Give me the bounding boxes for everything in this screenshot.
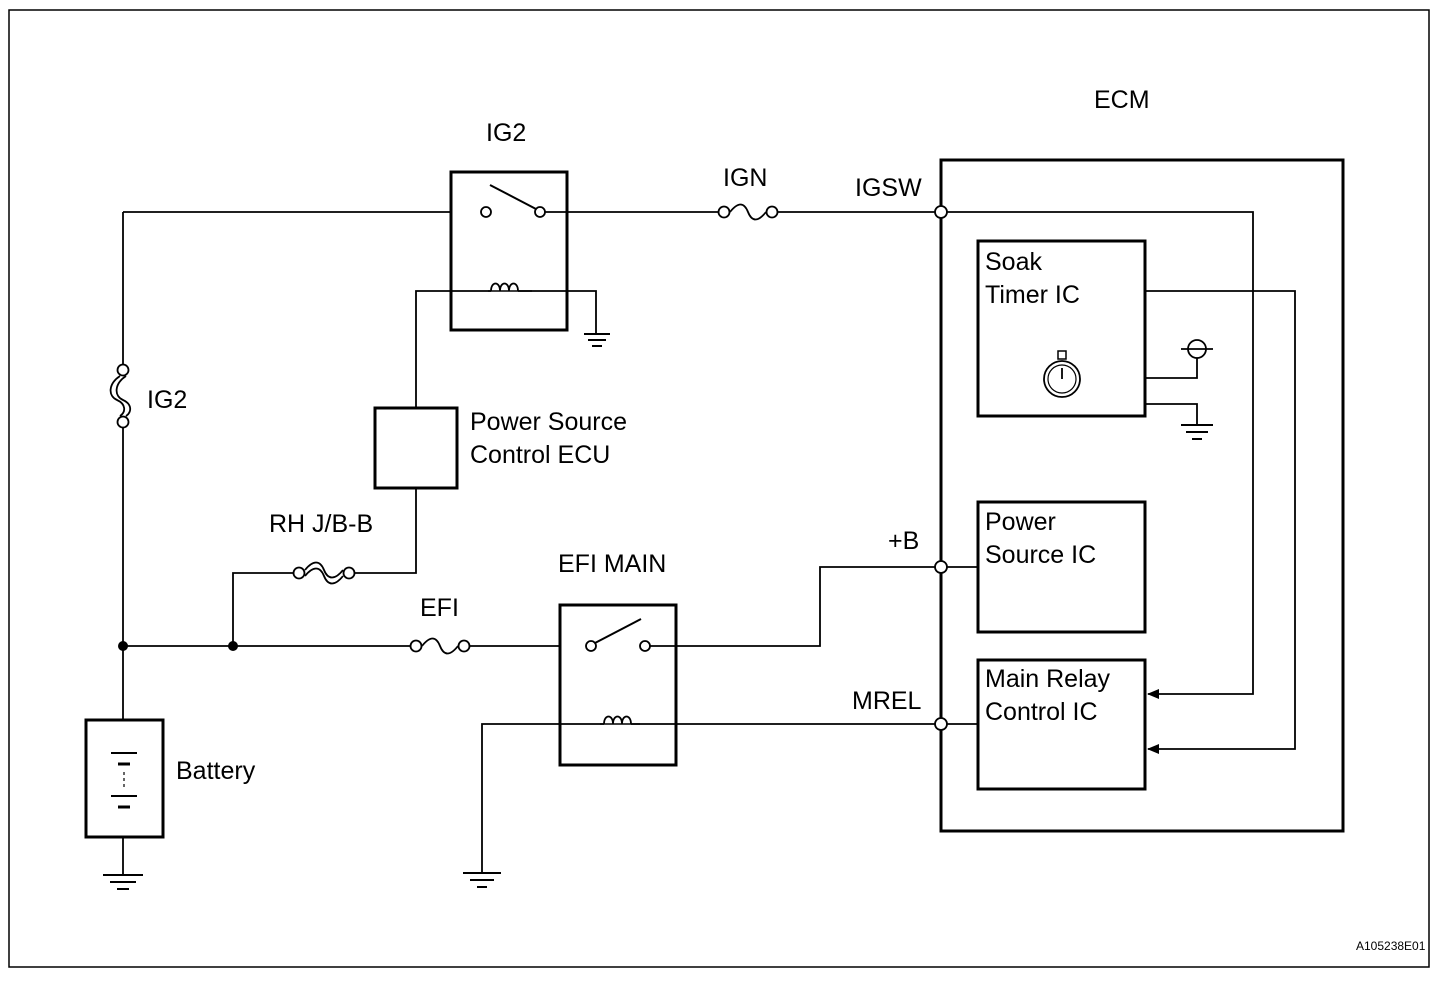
plus-b-label: +B	[888, 527, 919, 555]
efi-fuse: EFI	[409, 594, 471, 655]
battery: Battery	[84, 718, 256, 839]
fuse-icon	[717, 203, 779, 221]
power-source-ic: Power Source IC	[976, 500, 1147, 634]
ground-icon	[463, 872, 501, 888]
ign-fuse-label: IGN	[723, 164, 767, 192]
soak-timer-label-line2: Timer IC	[985, 281, 1080, 309]
figure-code: A105238E01	[1356, 939, 1426, 953]
ig2-relay: IG2	[449, 119, 569, 332]
igsw-label: IGSW	[855, 174, 922, 202]
power-source-control-ecu: Power Source Control ECU	[373, 406, 627, 490]
relay-switch-icon	[585, 618, 651, 652]
ground-icon	[103, 874, 143, 890]
battery-icon	[111, 752, 137, 809]
psc-ecu-label-line1: Power Source	[470, 408, 627, 436]
rh-jb-label: RH J/B-B	[269, 510, 373, 538]
power-source-ic-label-line2: Source IC	[985, 541, 1096, 569]
efi-main-label: EFI MAIN	[558, 550, 666, 578]
junction-dot	[118, 641, 128, 651]
efi-fuse-label: EFI	[420, 594, 459, 622]
efi-main-relay: EFI MAIN	[558, 550, 678, 767]
mrel-terminal	[934, 717, 948, 731]
fuse-icon	[109, 363, 132, 429]
rh-jb-fuse: RH J/B-B	[232, 510, 373, 646]
wires-left	[122, 211, 560, 875]
ig2-relay-label: IG2	[486, 119, 526, 147]
ecm: ECM IGSW +B MREL Soak Timer IC Power Sou…	[852, 86, 1345, 833]
power-source-ic-label-line1: Power	[985, 508, 1056, 536]
battery-label: Battery	[176, 757, 256, 785]
ecm-label: ECM	[1094, 86, 1150, 114]
clock-icon	[1043, 350, 1081, 398]
relay-switch-icon	[480, 184, 546, 218]
power-supply-icon	[1181, 339, 1213, 359]
ign-fuse: IGN	[717, 164, 779, 221]
soak-timer-ic: Soak Timer IC	[976, 239, 1147, 418]
ig2-fuse: IG2	[109, 363, 187, 429]
ground-icon	[1181, 424, 1213, 440]
soak-timer-label-line1: Soak	[985, 248, 1042, 276]
plus-b-terminal	[934, 560, 948, 574]
diagram-frame	[8, 9, 1430, 968]
mrel-label: MREL	[852, 687, 922, 715]
ground-icon	[584, 333, 610, 347]
main-relay-control-ic-label-line1: Main Relay	[985, 665, 1111, 693]
main-relay-control-ic: Main Relay Control IC	[976, 658, 1147, 791]
fuse-icon	[292, 561, 356, 585]
psc-ecu-label-line2: Control ECU	[470, 441, 610, 469]
ig2-fuse-label: IG2	[147, 386, 187, 414]
fuse-icon	[409, 637, 471, 655]
igsw-terminal	[934, 205, 948, 219]
main-relay-control-ic-label-line2: Control IC	[985, 698, 1098, 726]
